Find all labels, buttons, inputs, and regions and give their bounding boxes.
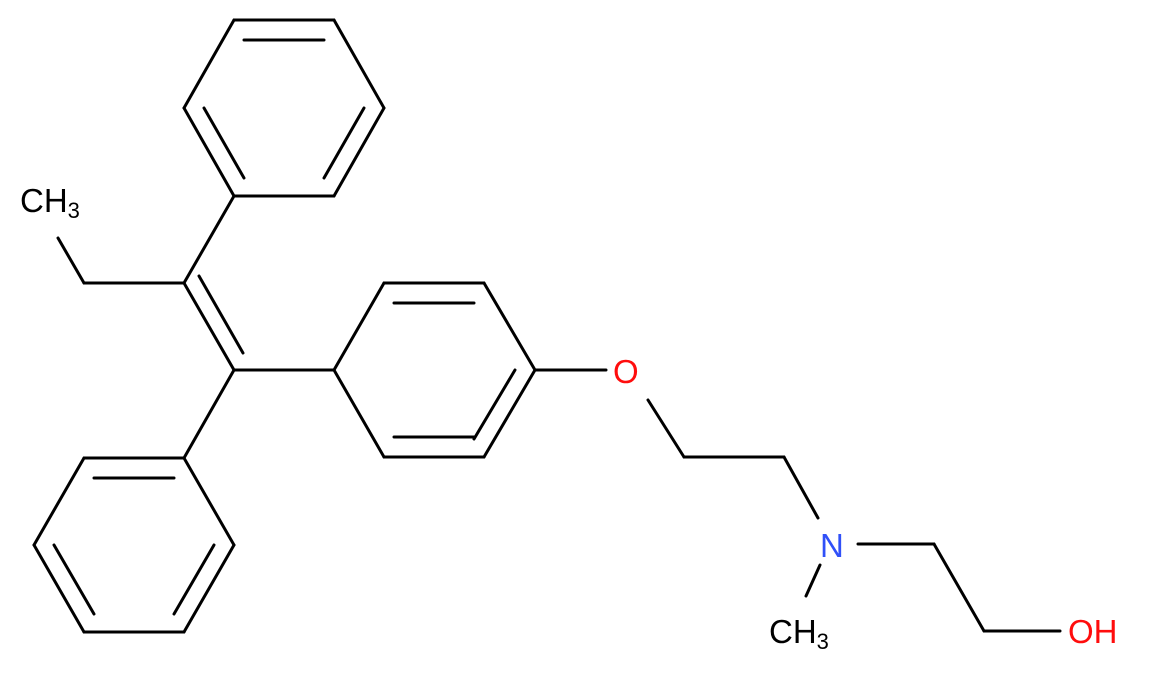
- ether-oxygen-label: O: [613, 353, 639, 390]
- methyl-n-label: CH3: [769, 613, 829, 654]
- bottom-phenyl-ring: [32, 456, 236, 634]
- alkene-core: [56, 194, 336, 460]
- top-phenyl-ring: [182, 18, 386, 198]
- nitrogen-label: N: [820, 527, 844, 564]
- central-phenylene-ring: [332, 281, 537, 459]
- hydroxyl-label: OH: [1068, 613, 1118, 650]
- methyl-top-label: CH3: [20, 182, 80, 223]
- side-chain: [533, 368, 1062, 633]
